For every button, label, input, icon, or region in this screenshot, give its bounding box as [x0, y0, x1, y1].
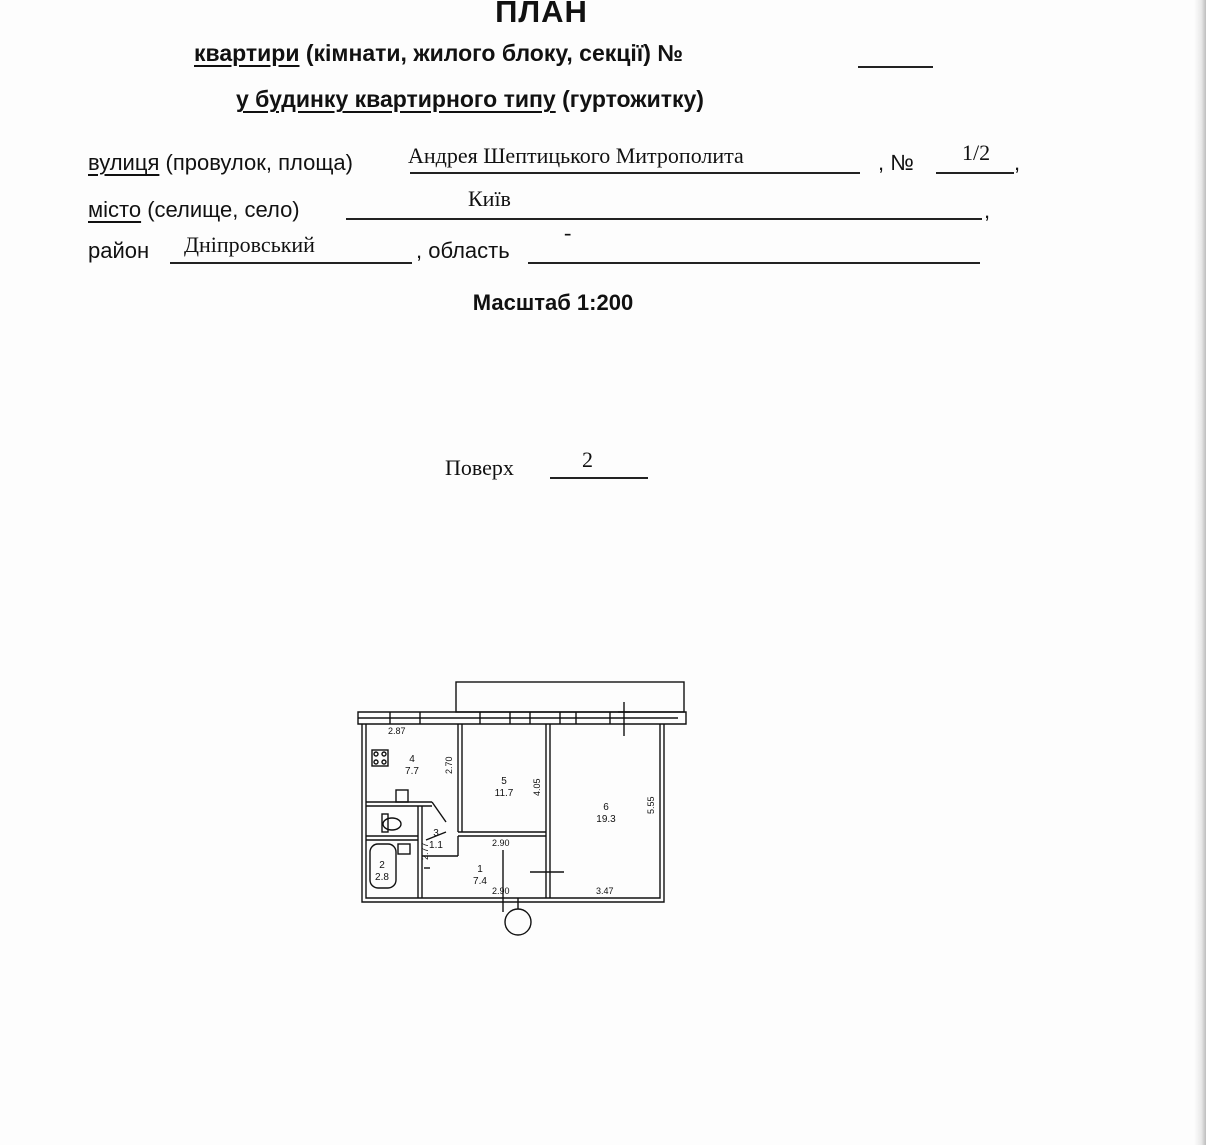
- dim-290a: 2.90: [492, 838, 510, 848]
- city-label: місто (селище, село): [88, 197, 300, 223]
- room-2-number: 2: [379, 860, 385, 871]
- floor-label: Поверх: [445, 455, 514, 480]
- city-line: [346, 218, 982, 220]
- room-2-area: 2.8: [375, 872, 389, 883]
- number-line: [936, 172, 1014, 174]
- region-value: -: [564, 220, 572, 245]
- dim-555: 5.55: [646, 796, 656, 814]
- dim-277: 2.77: [420, 842, 430, 860]
- room-1-number: 1: [477, 864, 483, 875]
- room-5-number: 5: [501, 776, 507, 787]
- floor-value: 2: [582, 447, 593, 472]
- room-1-area: 7.4: [473, 876, 487, 887]
- document-title: ПЛАН: [495, 0, 588, 29]
- dim-405: 4.05: [532, 778, 542, 796]
- header-apartment-word: квартири: [194, 40, 300, 66]
- street-line: [410, 172, 860, 174]
- stove-fixture: [371, 749, 389, 767]
- header-line-2: у будинку квартирного типу (гуртожитку): [236, 86, 704, 113]
- sink-fixture: [397, 843, 411, 855]
- room-5-area: 11.7: [495, 788, 514, 799]
- dim-287: 2.87: [388, 726, 406, 736]
- room-6-area: 19.3: [596, 814, 616, 825]
- room-3-area: 1.1: [429, 840, 443, 851]
- entrance-marker: [504, 908, 532, 936]
- floor-line: [550, 477, 648, 479]
- exterior-wall-outline: [361, 724, 665, 903]
- header-line-1-rest: (кімнати, жилого блоку, секції) №: [305, 40, 683, 66]
- room-4-area: 7.7: [405, 766, 419, 777]
- city-value: Київ: [468, 186, 511, 211]
- header-building-type: у будинку квартирного типу: [236, 86, 556, 112]
- dim-270: 2.70: [444, 756, 454, 774]
- page-edge-shadow: [1194, 0, 1206, 1145]
- street-label-main: вулиця: [88, 150, 160, 175]
- number-comma: ,: [1014, 150, 1021, 175]
- floor-plan-drawing: 2.87 2.70 4.05 5.55 2.90 2.90 2.77 3.47 …: [357, 681, 687, 936]
- street-label-rest: (провулок, площа): [165, 150, 354, 175]
- region-line: [528, 262, 980, 264]
- room-4-number: 4: [409, 754, 415, 765]
- district-line: [170, 262, 412, 264]
- district-value: Дніпровський: [184, 232, 315, 257]
- apartment-number-line: [858, 66, 933, 68]
- bathtub-fixture: [369, 843, 397, 889]
- district-label: район: [88, 238, 150, 263]
- region-label: , область: [416, 238, 510, 263]
- dim-290b: 2.90: [492, 886, 510, 896]
- balcony-outline: [455, 681, 685, 713]
- street-value: Андрея Шептицького Митрополита: [408, 143, 744, 168]
- scale-label: Масштаб 1:200: [472, 290, 634, 315]
- city-label-rest: (селище, село): [147, 197, 300, 222]
- toilet-fixture: [382, 817, 402, 831]
- city-label-main: місто: [88, 197, 142, 222]
- dim-347: 3.47: [596, 886, 614, 896]
- room-6-number: 6: [603, 802, 609, 813]
- header-line-1: квартири (кімнати, жилого блоку, секції)…: [194, 40, 683, 67]
- city-comma: ,: [984, 198, 991, 223]
- number-label: , №: [878, 150, 914, 175]
- room-3-number: 3: [433, 828, 439, 839]
- house-number-value: 1/2: [962, 140, 991, 165]
- street-label: вулиця (провулок, площа): [88, 150, 353, 176]
- header-line-2-rest: (гуртожитку): [562, 86, 704, 112]
